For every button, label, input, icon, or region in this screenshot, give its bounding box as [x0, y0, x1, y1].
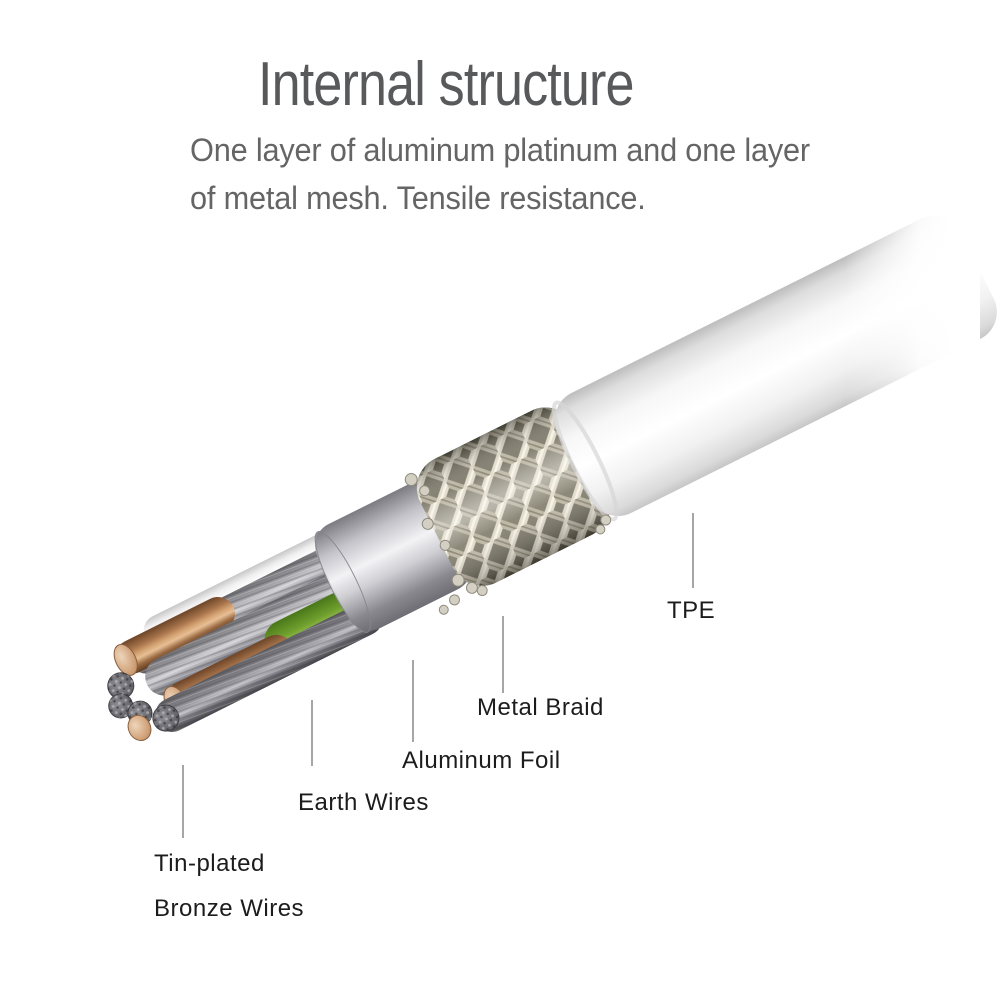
earth-wires-layer-2	[145, 557, 384, 696]
metal-braid-layer	[404, 407, 611, 615]
leader-line-metal-braid	[502, 616, 504, 693]
leader-line-earth-wires	[311, 700, 313, 766]
label-tpe: TPE	[667, 597, 716, 624]
page-title: Internal structure	[258, 50, 635, 119]
earth-wires-layer-3	[152, 601, 383, 732]
braid-strand-beads	[404, 473, 488, 615]
copper-stub	[127, 714, 152, 742]
subtitle-line-2: of metal mesh. Tensile resistance.	[190, 180, 646, 216]
cable-right-fade	[845, 185, 980, 425]
leader-line-tpe	[692, 513, 694, 588]
leader-line-aluminum-foil	[412, 660, 414, 742]
subtitle-line-1: One layer of aluminum platinum and one l…	[190, 132, 810, 168]
label-metal-braid: Metal Braid	[477, 694, 604, 721]
label-aluminum-foil: Aluminum Foil	[402, 747, 561, 774]
label-earth-wires: Earth Wires	[298, 789, 429, 816]
label-tin-plated-line-1: Tin-plated	[154, 850, 265, 877]
cable-cutaway-group	[107, 215, 997, 742]
label-tin-plated-line-2: Bronze Wires	[154, 895, 305, 922]
leader-line-tin-plated	[182, 765, 184, 838]
copper-wire-top	[113, 596, 235, 676]
